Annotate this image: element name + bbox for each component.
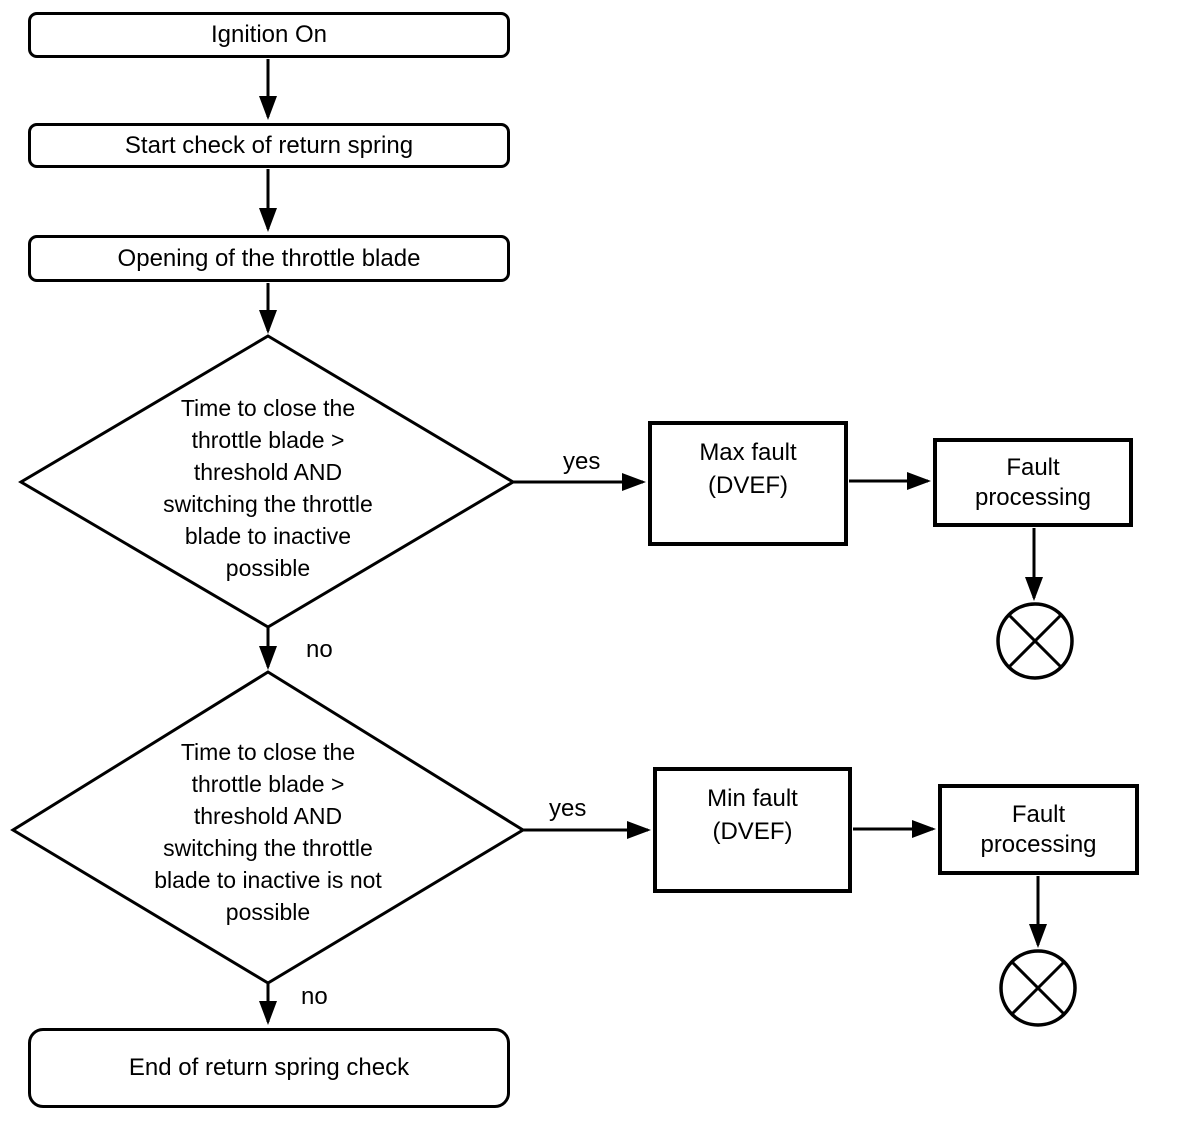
edge-label-decision1-no: no bbox=[306, 636, 333, 663]
terminator-icon-1 bbox=[996, 602, 1074, 680]
edge-label-decision2-yes: yes bbox=[549, 795, 587, 822]
node-start-check: Start check of return spring bbox=[28, 123, 510, 168]
decision-diamond-1 bbox=[18, 334, 516, 629]
edge-label-decision1-yes: yes bbox=[563, 448, 601, 475]
terminator-icon-2 bbox=[999, 949, 1077, 1027]
node-fault-processing-2: Fault processing bbox=[938, 784, 1139, 875]
edge-label-decision2-no: no bbox=[301, 983, 328, 1010]
node-ignition-on: Ignition On bbox=[28, 12, 510, 58]
node-fault-processing-1: Fault processing bbox=[933, 438, 1133, 527]
decision-diamond-2 bbox=[10, 670, 526, 985]
decision-2-label: Time to close the throttle blade > thres… bbox=[154, 739, 382, 925]
node-max-fault: Max fault (DVEF) bbox=[648, 421, 848, 546]
node-min-fault: Min fault (DVEF) bbox=[653, 767, 852, 893]
node-opening-throttle-blade: Opening of the throttle blade bbox=[28, 235, 510, 282]
node-end-return-spring-check: End of return spring check bbox=[28, 1028, 510, 1108]
decision-1-label: Time to close the throttle blade > thres… bbox=[163, 395, 373, 581]
